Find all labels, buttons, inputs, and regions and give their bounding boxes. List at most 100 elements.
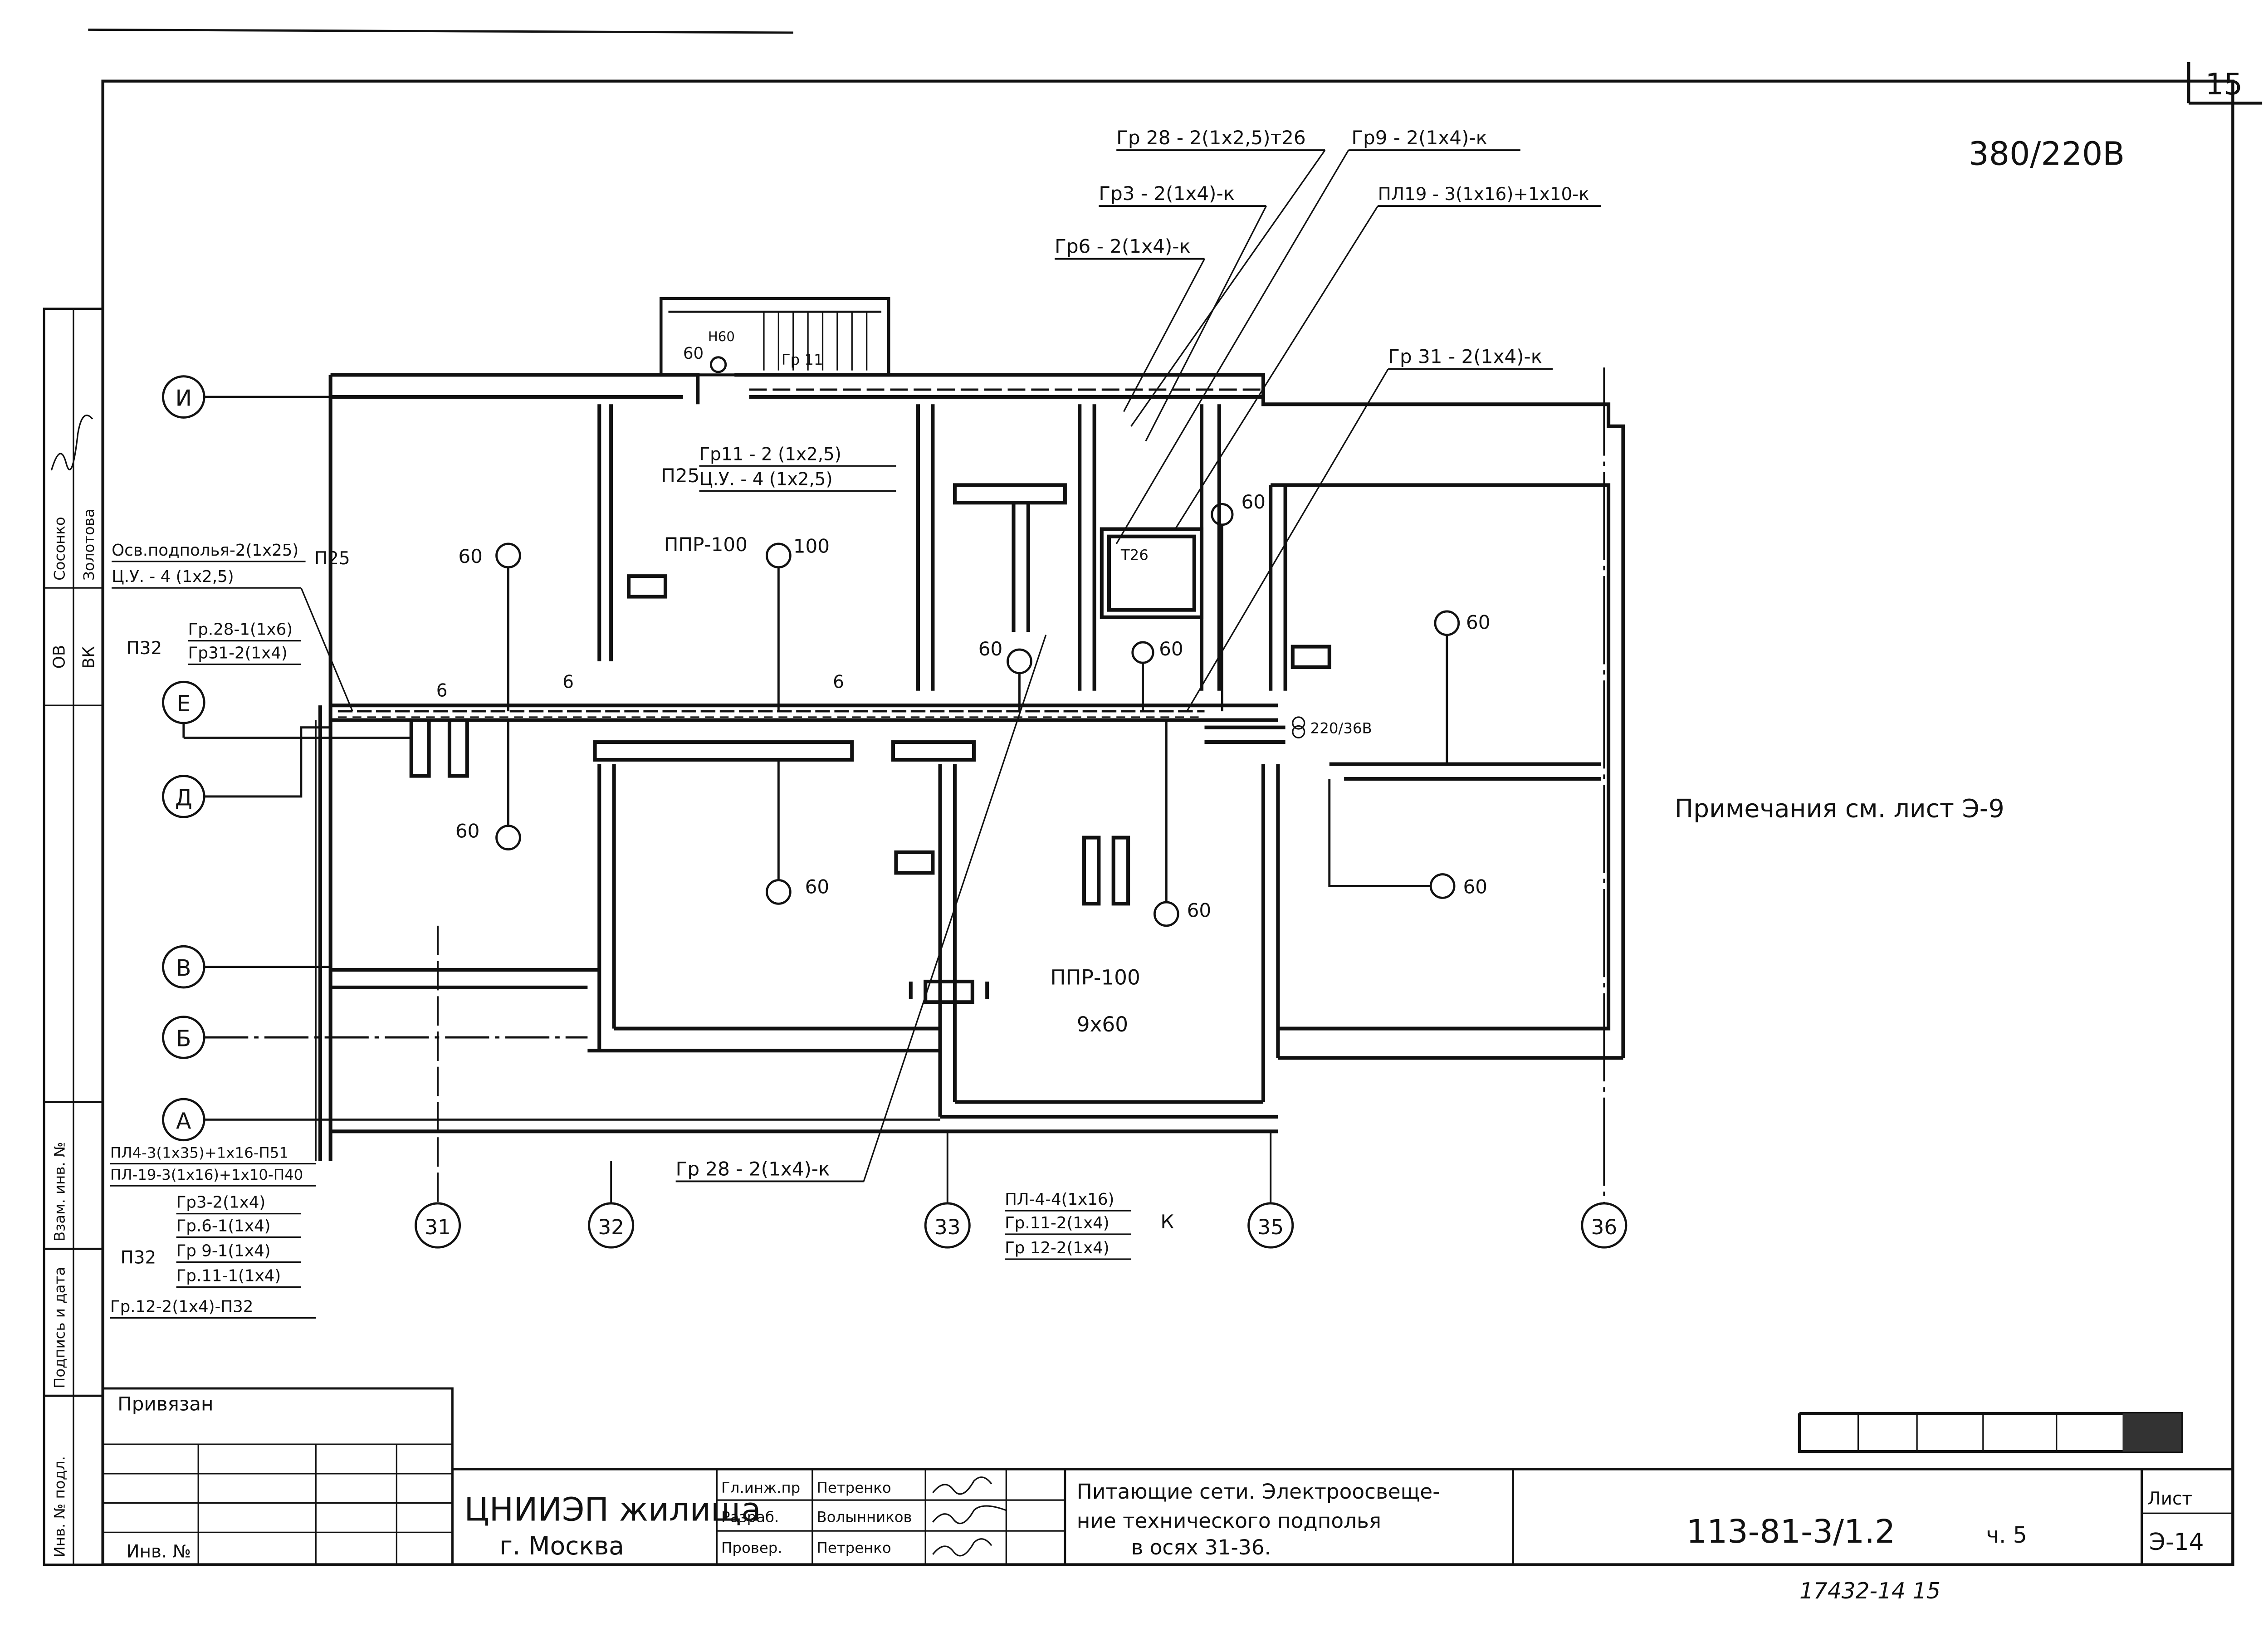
signature-1	[932, 1476, 992, 1495]
svg-text:Ц.У. - 4 (1х2,5): Ц.У. - 4 (1х2,5)	[112, 567, 234, 586]
ppr-bottom-label: ППР-100	[1050, 965, 1140, 989]
axis-row-В: В	[162, 945, 331, 989]
svg-text:Гр.28-1(1х6): Гр.28-1(1х6)	[188, 621, 293, 639]
svg-text:60: 60	[978, 638, 1003, 660]
svg-text:Провер.: Провер.	[721, 1539, 782, 1557]
stamp-vk: ВК	[79, 646, 98, 669]
stamp-inv-podl: Инв. № подл.	[51, 1456, 68, 1557]
lamp: 60	[766, 759, 829, 905]
svg-text:Гр31-2(1х4): Гр31-2(1х4)	[188, 644, 288, 663]
svg-text:Гр.11-1(1х4): Гр.11-1(1х4)	[176, 1267, 281, 1285]
svg-text:60: 60	[458, 545, 483, 567]
svg-text:31: 31	[425, 1215, 451, 1239]
svg-text:ПЛ4-3(1х35)+1х16-П51: ПЛ4-3(1х35)+1х16-П51	[110, 1144, 288, 1162]
column-axes: 31 32 33 35 36	[415, 367, 1628, 1249]
svg-text:И: И	[176, 386, 192, 411]
cable-callouts: Гр 28 - 2(1х2,5)т26 Гр9 - 2(1х4)-к Гр3 -…	[676, 127, 1601, 1183]
svg-text:36: 36	[1591, 1215, 1617, 1239]
svg-text:П32: П32	[127, 638, 162, 659]
staircase: Н60 60 Гр 11	[660, 297, 890, 376]
stamp-podpis: Подпись и дата	[51, 1267, 68, 1388]
lamp: 60	[1131, 638, 1183, 712]
svg-text:Ц.У. - 4 (1х2,5): Ц.У. - 4 (1х2,5)	[699, 469, 832, 489]
svg-text:Б: Б	[176, 1026, 191, 1051]
transformer-icon	[1292, 716, 1305, 730]
lamps: 60 60 100 60 60 60 60 60 60 60	[455, 491, 1490, 927]
svg-text:100: 100	[793, 535, 830, 557]
axis-col-33: 33	[924, 1131, 971, 1249]
p25-group: П25 Гр11 - 2 (1х2,5) Ц.У. - 4 (1х2,5)	[661, 444, 896, 492]
axis-row-Б: Б	[162, 1016, 588, 1059]
axis-row-Е: Е	[162, 680, 411, 739]
org-city: г. Москва	[499, 1531, 624, 1560]
svg-text:60: 60	[455, 820, 480, 842]
svg-text:Разраб.: Разраб.	[721, 1509, 779, 1526]
transformer-label: 220/36В	[1310, 720, 1372, 737]
inv-no-label: Инв. №	[127, 1541, 191, 1562]
stair-lamp-icon	[709, 356, 727, 373]
top-edge-line	[88, 29, 793, 34]
callout-gr6: Гр6 - 2(1х4)-к	[1055, 235, 1191, 258]
svg-text:К: К	[1160, 1211, 1174, 1233]
svg-text:А: А	[176, 1109, 191, 1134]
svg-text:Гл.инж.пр: Гл.инж.пр	[721, 1479, 800, 1496]
callout-pl19: ПЛ19 - 3(1х16)+1х10-к	[1378, 184, 1589, 205]
signature-3	[932, 1538, 992, 1557]
callout-gr3: Гр3 - 2(1х4)-к	[1099, 182, 1235, 205]
signature-mark	[50, 415, 93, 471]
svg-text:Волынников: Волынников	[817, 1509, 912, 1526]
lamp: 60	[1328, 779, 1487, 899]
axis-col-32: 32	[588, 1161, 635, 1249]
ppr-top-label: ППР-100	[664, 533, 748, 556]
t26-label: Т26	[1120, 547, 1149, 564]
svg-text:П25: П25	[314, 548, 350, 569]
svg-text:В: В	[176, 956, 191, 981]
drawing-part: ч. 5	[1986, 1523, 2027, 1548]
lamp: 60	[458, 542, 521, 712]
svg-text:33: 33	[934, 1215, 961, 1239]
ppr-bottom-qty: 9х60	[1077, 1012, 1128, 1036]
svg-text:Гр.11-2(1х4): Гр.11-2(1х4)	[1005, 1214, 1110, 1232]
privyazan-label: Привязан	[117, 1393, 213, 1415]
lamp: 60	[1211, 491, 1266, 712]
svg-text:Гр 9-1(1х4): Гр 9-1(1х4)	[176, 1242, 271, 1261]
footer-number: 17432-14 15	[1799, 1578, 1941, 1604]
stair-lamp-60: 60	[683, 344, 704, 363]
svg-text:Д: Д	[175, 785, 192, 811]
feeder-run: 6 6 6	[337, 388, 1264, 718]
svg-text:Осв.подполья-2(1х25): Осв.подполья-2(1х25)	[112, 541, 298, 560]
callout-gr28-bottom: Гр 28 - 2(1х4)-к	[676, 1158, 830, 1180]
svg-text:Гр 12-2(1х4): Гр 12-2(1х4)	[1005, 1239, 1110, 1257]
svg-text:32: 32	[598, 1215, 624, 1239]
list-value: Э-14	[2149, 1529, 2204, 1556]
svg-text:60: 60	[1159, 638, 1183, 660]
title-line-2: ние технического подполья	[1077, 1509, 1381, 1533]
svg-text:Гр.12-2(1х4)-П32: Гр.12-2(1х4)-П32	[110, 1298, 254, 1316]
svg-text:ПЛ-19-3(1х16)+1х10-П40: ПЛ-19-3(1х16)+1х10-П40	[110, 1166, 303, 1183]
lamp: 60	[978, 638, 1032, 712]
lamp: 60	[1153, 720, 1212, 927]
svg-text:ПЛ-4-4(1х16): ПЛ-4-4(1х16)	[1005, 1190, 1114, 1209]
org-name: ЦНИИЭП жилища	[464, 1490, 761, 1528]
drawing-code: 113-81-3/1.2	[1686, 1513, 1896, 1550]
row-axes: И Е Д В Б А	[162, 375, 940, 1142]
list-label: Лист	[2148, 1489, 2192, 1509]
svg-text:60: 60	[1187, 899, 1212, 921]
axis-row-А: А	[162, 1098, 940, 1142]
n60-label: Н60	[708, 329, 735, 344]
wire-count-1: 6	[436, 681, 448, 701]
svg-text:Гр11 - 2 (1х2,5): Гр11 - 2 (1х2,5)	[699, 444, 841, 464]
svg-text:60: 60	[1463, 876, 1487, 898]
stamp-name-2: Золотова	[80, 508, 98, 581]
wire-count-2: 6	[562, 672, 574, 692]
left-p25-group: Осв.подполья-2(1х25) Ц.У. - 4 (1х2,5) П2…	[112, 541, 353, 712]
key-plan	[1798, 1412, 2183, 1453]
sheet-number-top: 15	[2205, 68, 2243, 102]
title-line-3: в осях 31-36.	[1131, 1535, 1271, 1559]
axis-col-35: 35	[1247, 1131, 1294, 1249]
callout-gr28-top: Гр 28 - 2(1х2,5)т26	[1116, 127, 1305, 149]
callout-gr9: Гр9 - 2(1х4)-к	[1351, 127, 1487, 149]
key-plan-highlight	[2122, 1413, 2182, 1452]
svg-text:Петренко: Петренко	[817, 1479, 891, 1496]
